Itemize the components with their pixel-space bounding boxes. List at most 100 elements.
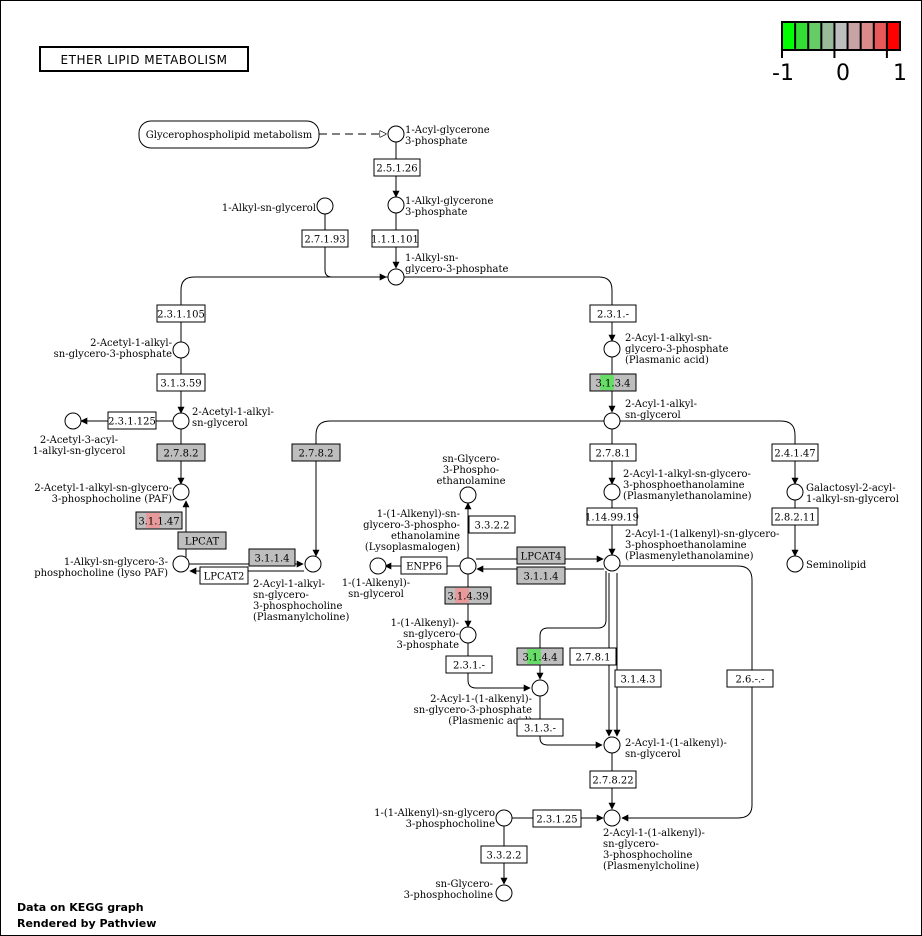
enzyme-node[interactable]: 3.1.3.59 — [156, 373, 206, 392]
enzyme-node[interactable]: 3.1.4.3 — [614, 669, 662, 688]
enzyme-node[interactable]: 3.3.2.2 — [480, 845, 528, 864]
enzyme-box[interactable] — [400, 556, 448, 575]
compound-node[interactable]: 1-(1-Alkenyl)-sn-glycerol — [342, 557, 410, 600]
compound-node[interactable]: Seminolipid — [786, 555, 867, 573]
enzyme-node[interactable]: LPCAT4 — [516, 546, 566, 565]
enzyme-box[interactable] — [371, 229, 419, 248]
enzyme-node[interactable]: 2.5.1.26 — [373, 158, 421, 177]
enzyme-node[interactable]: 3.1.1.47 — [135, 511, 183, 530]
compound-node[interactable]: 2-Acyl-1-(1alkenyl)-sn-glycero-3-phospho… — [603, 529, 779, 572]
enzyme-box[interactable] — [107, 411, 157, 430]
map-link-glycerophospholipid[interactable]: Glycerophospholipid metabolism — [138, 120, 320, 149]
enzyme-node[interactable]: 2.4.1.47 — [771, 443, 819, 462]
enzyme-node[interactable]: 2.7.8.1 — [589, 443, 637, 462]
compound-node[interactable]: 1-(1-Alkenyl)-sn-glycero-3-phosphate — [391, 618, 477, 651]
compound-circle[interactable] — [316, 197, 334, 215]
compound-node[interactable]: 2-Acetyl-1-alkyl-sn-glycero-3-phosphocho… — [34, 483, 190, 505]
enzyme-node[interactable]: 2.6.-.- — [726, 669, 774, 688]
enzyme-node[interactable]: 3.1.1.4 — [248, 548, 296, 567]
compound-circle[interactable] — [172, 555, 190, 573]
enzyme-box[interactable] — [589, 304, 637, 323]
compound-node[interactable]: 1-Alkyl-sn-glycero-3-phosphate — [387, 253, 509, 286]
enzyme-node[interactable]: 3.3.2.2 — [468, 515, 516, 534]
compound-circle[interactable] — [531, 679, 549, 697]
enzyme-box[interactable] — [177, 531, 227, 550]
enzyme-node[interactable]: 2.7.8.2 — [291, 443, 341, 462]
enzyme-box[interactable] — [532, 809, 582, 828]
enzyme-box[interactable] — [445, 655, 493, 674]
enzyme-box[interactable] — [771, 507, 819, 526]
compound-circle[interactable] — [172, 412, 190, 430]
enzyme-box[interactable] — [301, 229, 349, 248]
compound-circle[interactable] — [495, 809, 513, 827]
enzyme-box[interactable] — [156, 373, 206, 392]
compound-circle[interactable] — [387, 196, 405, 214]
enzyme-node[interactable]: 3.1.4.39 — [444, 586, 492, 605]
compound-circle[interactable] — [459, 486, 477, 504]
enzyme-node[interactable]: 2.7.8.1 — [569, 647, 617, 666]
enzyme-box[interactable] — [516, 718, 564, 737]
enzyme-box[interactable] — [516, 566, 566, 585]
compound-circle[interactable] — [64, 412, 82, 430]
enzyme-box[interactable] — [516, 546, 566, 565]
compound-node[interactable]: 1-Alkyl-sn-glycerol — [222, 197, 334, 215]
compound-node[interactable]: 2-Acyl-1-alkyl-sn-glycero-3-phosphoethan… — [603, 469, 752, 502]
compound-node[interactable]: 2-Acyl-1-(1-alkenyl)-sn-glycero-3-phosph… — [414, 679, 549, 727]
compound-node[interactable]: 2-Acetyl-1-alkyl-sn-glycerol — [172, 407, 274, 430]
enzyme-node[interactable]: 2.3.1.- — [589, 304, 637, 323]
compound-node[interactable]: sn-Glycero-3-Phospho-ethanolamine — [437, 454, 506, 504]
enzyme-box[interactable] — [586, 507, 638, 526]
enzyme-node[interactable]: LPCAT — [177, 531, 227, 550]
compound-node[interactable]: sn-Glycero-3-phosphocholine — [404, 879, 513, 902]
compound-circle[interactable] — [172, 341, 190, 359]
compound-circle[interactable] — [369, 557, 387, 575]
compound-node[interactable]: 2-Acetyl-3-acyl-1-alkyl-sn-glycerol — [33, 412, 126, 457]
enzyme-box[interactable] — [569, 647, 617, 666]
enzyme-node[interactable]: 3.1.3.- — [516, 718, 564, 737]
compound-circle[interactable] — [786, 483, 804, 501]
compound-node[interactable]: 2-Acyl-1-(1-alkenyl)-sn-glycerol — [603, 736, 727, 760]
compound-circle[interactable] — [495, 884, 513, 902]
compound-circle[interactable] — [603, 483, 621, 501]
enzyme-node[interactable]: 3.1.3.4 — [589, 373, 637, 392]
enzyme-node[interactable]: 3.1.4.4 — [516, 647, 564, 666]
compound-circle[interactable] — [172, 483, 190, 501]
enzyme-box[interactable] — [726, 669, 774, 688]
compound-node[interactable]: 2-Acyl-1-(1-alkenyl)-sn-glycero-3-phosph… — [603, 809, 705, 872]
compound-circle[interactable] — [304, 555, 322, 573]
enzyme-node[interactable]: 2.3.1.125 — [107, 411, 157, 430]
enzyme-box[interactable] — [248, 548, 296, 567]
enzyme-node[interactable]: LPCAT2 — [199, 566, 249, 585]
enzyme-box[interactable] — [373, 158, 421, 177]
compound-node[interactable]: 2-Acyl-1-alkyl-sn-glycero-3-phosphate(Pl… — [603, 333, 729, 366]
enzyme-box[interactable] — [480, 845, 528, 864]
enzyme-box[interactable] — [156, 304, 206, 323]
enzyme-box[interactable] — [156, 443, 206, 462]
compound-node[interactable]: 2-Acetyl-1-alkyl-sn-glycero-3-phosphate — [54, 338, 190, 360]
enzyme-node[interactable]: 2.8.2.11 — [771, 507, 819, 526]
compound-circle[interactable] — [387, 268, 405, 286]
compound-node[interactable]: 2-Acyl-1-alkyl-sn-glycero-3-phosphocholi… — [253, 555, 349, 623]
compound-circle[interactable] — [603, 554, 621, 572]
enzyme-node[interactable]: 1.1.1.101 — [371, 229, 419, 248]
enzyme-box[interactable] — [771, 443, 819, 462]
compound-circle[interactable] — [603, 412, 621, 430]
enzyme-node[interactable]: 2.3.1.105 — [156, 304, 206, 323]
compound-circle[interactable] — [603, 736, 621, 754]
enzyme-box[interactable] — [589, 770, 637, 789]
enzyme-box[interactable] — [589, 443, 637, 462]
enzyme-node[interactable]: 3.1.1.4 — [516, 566, 566, 585]
compound-circle[interactable] — [387, 125, 405, 143]
enzyme-box[interactable] — [199, 566, 249, 585]
enzyme-node[interactable]: 2.3.1.- — [445, 655, 493, 674]
enzyme-box[interactable] — [291, 443, 341, 462]
enzyme-node[interactable]: 2.3.1.25 — [532, 809, 582, 828]
compound-node[interactable]: Galactosyl-2-acyl-1-alkyl-sn-glycerol — [786, 483, 899, 505]
enzyme-node[interactable]: 2.7.8.2 — [156, 443, 206, 462]
enzyme-node[interactable]: 2.7.8.22 — [589, 770, 637, 789]
enzyme-box[interactable] — [614, 669, 662, 688]
enzyme-node[interactable]: 1.14.99.19 — [585, 507, 639, 526]
